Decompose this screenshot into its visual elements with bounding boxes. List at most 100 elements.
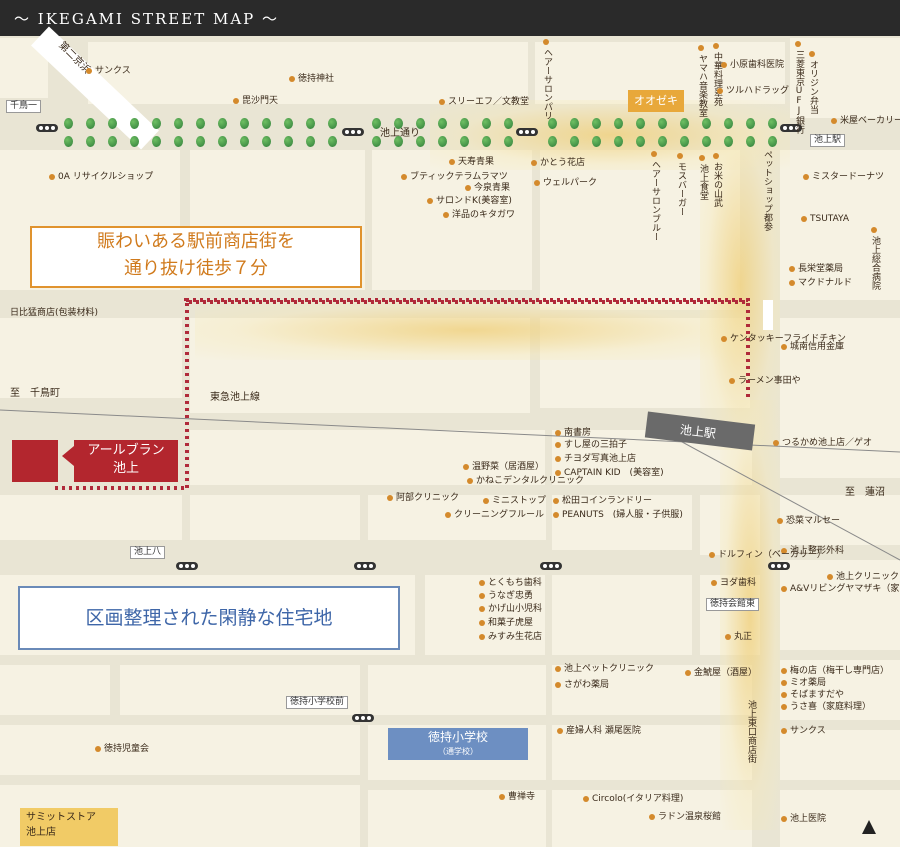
shopping-glow — [195, 300, 745, 360]
shop-label: Circolo(イタリア料理) — [592, 794, 684, 804]
shop-marker-icon — [427, 198, 433, 204]
shop-marker-icon — [717, 88, 723, 94]
shop-label: お米の山武 — [712, 162, 722, 207]
shop-marker-icon — [713, 43, 719, 49]
tree-icon — [614, 136, 623, 147]
shopping-glow — [700, 120, 780, 450]
to-chidoricho-label: 至 千鳥町 — [10, 388, 60, 399]
tree-icon — [438, 118, 447, 129]
shop-marker-icon — [677, 153, 683, 159]
shop-label: ブティックテラムラマツ — [410, 172, 508, 182]
shop-label: ドルフィン（ベーカリー） — [718, 550, 826, 560]
shop-label: すし屋の三拍子 — [564, 440, 628, 450]
block — [368, 665, 546, 715]
shop-marker-icon — [555, 682, 561, 688]
shop-marker-icon — [401, 174, 407, 180]
block — [780, 660, 900, 720]
shop-marker-icon — [289, 76, 295, 82]
shop-marker-icon — [809, 51, 815, 57]
shop-label: ミスタードーナツ — [812, 172, 885, 182]
shop-label: ヤマハ音楽教室 — [697, 54, 707, 117]
tree-icon — [614, 118, 623, 129]
shop-label: ケンタッキーフライドチキン — [730, 334, 846, 344]
shop-label: 金鯱屋（酒屋） — [694, 668, 758, 678]
block — [780, 495, 900, 545]
shop-marker-icon — [479, 580, 485, 586]
block — [780, 560, 900, 650]
block — [780, 730, 900, 780]
tree-icon — [372, 118, 381, 129]
tree-icon — [636, 136, 645, 147]
shop-label: 天寿青果 — [458, 157, 495, 167]
tree-icon — [416, 136, 425, 147]
tree-icon — [218, 136, 227, 147]
tree-icon — [680, 136, 689, 147]
shop-marker-icon — [555, 666, 561, 672]
shop-marker-icon — [449, 159, 455, 165]
block — [0, 495, 182, 540]
shop-label: 三菱東京UFJ銀行 — [794, 50, 804, 134]
shop-marker-icon — [463, 464, 469, 470]
shop-marker-icon — [499, 794, 505, 800]
ozeki-label: オオゼキ — [628, 90, 684, 112]
shop-label: かねこデンタルクリニック — [476, 476, 585, 486]
tree-icon — [460, 118, 469, 129]
tree-icon — [152, 118, 161, 129]
shop-label: A&Vリビングヤマザキ（家電） — [790, 584, 900, 594]
shop-label: サロンドK(美容室) — [436, 196, 512, 206]
shop-label: 曹禅寺 — [508, 792, 536, 802]
tree-icon — [702, 118, 711, 129]
shop-marker-icon — [553, 512, 559, 518]
tree-icon — [196, 136, 205, 147]
shop-label: みすみ生花店 — [488, 632, 543, 642]
shop-label: ミオ薬局 — [790, 678, 827, 688]
block — [190, 430, 545, 485]
station-road-label: ペットショップ都参 — [762, 150, 772, 231]
shop-marker-icon — [445, 512, 451, 518]
shop-marker-icon — [467, 478, 473, 484]
shop-marker-icon — [827, 574, 833, 580]
shop-marker-icon — [553, 498, 559, 504]
shopping-glow — [720, 400, 780, 830]
shop-marker-icon — [387, 495, 393, 501]
tree-icon — [438, 136, 447, 147]
shop-label: うなぎ忠勇 — [488, 591, 534, 601]
tree-icon — [548, 118, 557, 129]
shop-marker-icon — [781, 548, 787, 554]
station-label: 池上駅 — [679, 422, 717, 441]
tree-icon — [570, 136, 579, 147]
shop-label: 梅の店（梅干し専門店） — [790, 666, 890, 676]
shop-label: ラーメン事田や — [738, 376, 801, 386]
shop-marker-icon — [649, 814, 655, 820]
shop-label: チヨダ写真池上店 — [564, 454, 637, 464]
higashiguchi-street-label: 池上東口商店街 — [746, 700, 756, 763]
shop-marker-icon — [479, 634, 485, 640]
block — [372, 150, 532, 290]
shop-marker-icon — [803, 174, 809, 180]
block — [0, 318, 182, 398]
tree-icon — [592, 136, 601, 147]
tree-icon — [196, 118, 205, 129]
block — [790, 38, 900, 118]
tree-icon — [658, 136, 667, 147]
north-arrow-icon — [862, 820, 876, 840]
traffic-signal — [780, 124, 802, 132]
traffic-signal — [516, 128, 538, 136]
shop-label: 恐菜マルセー — [786, 516, 841, 526]
shop-label: ラドン温泉桜館 — [658, 812, 722, 822]
shop-label: ツルハドラッグ — [726, 86, 790, 96]
tree-icon — [636, 118, 645, 129]
block — [0, 725, 360, 775]
shop-label: 温野菜（居酒屋） — [472, 462, 545, 472]
shop-label: 毘沙門天 — [242, 96, 279, 106]
tree-icon — [328, 136, 337, 147]
shop-label: マクドナルド — [798, 278, 853, 288]
block — [368, 495, 546, 540]
shop-label: 米屋ベーカリー — [840, 116, 900, 126]
shop-label: 産婦人科 瀬尾医院 — [566, 726, 641, 736]
shop-label: 城南信用金庫 — [790, 342, 845, 352]
shop-marker-icon — [725, 634, 731, 640]
tree-icon — [218, 118, 227, 129]
block — [780, 150, 900, 300]
shop-label: サンクス — [790, 726, 826, 736]
